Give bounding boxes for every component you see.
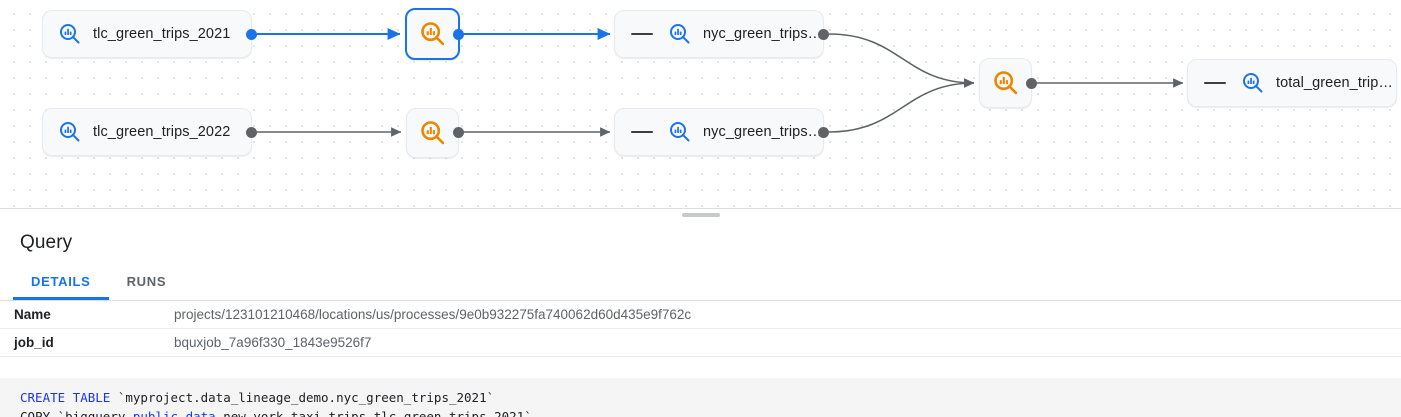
collapse-dash-icon[interactable] xyxy=(631,131,653,133)
panel-splitter[interactable] xyxy=(0,208,1401,221)
sql-line2-pre: COPY `bigquery xyxy=(20,409,126,417)
details-panel: Query DETAILS RUNS Name projects/1231012… xyxy=(0,220,1401,417)
graph-node-tlc-green-trips-2022[interactable]: tlc_green_trips_2022 xyxy=(42,108,252,156)
sql-query-block[interactable]: CREATE TABLE `myproject.data_lineage_dem… xyxy=(0,378,1401,417)
table-row: job_id bquxjob_7a96f330_1843e9526f7 xyxy=(0,329,1401,357)
table-search-icon xyxy=(1240,70,1266,96)
graph-node-tlc-green-trips-2021[interactable]: tlc_green_trips_2021 xyxy=(42,10,252,58)
detail-key-name: Name xyxy=(14,307,51,322)
sql-keyword-public-data: -public-data xyxy=(125,409,216,417)
detail-value-job-id: bquxjob_7a96f330_1843e9526f7 xyxy=(174,335,372,350)
collapse-dash-icon[interactable] xyxy=(1204,82,1226,84)
node-output-port[interactable] xyxy=(453,127,464,138)
node-output-port[interactable] xyxy=(1026,78,1037,89)
node-output-port[interactable] xyxy=(246,29,257,40)
node-output-port[interactable] xyxy=(453,29,464,40)
edge-tbl2022-procmerge xyxy=(828,78,975,133)
graph-node-process-merge[interactable] xyxy=(979,58,1032,108)
graph-node-label: total_green_trip… xyxy=(1276,75,1393,91)
node-output-port[interactable] xyxy=(818,29,829,40)
graph-node-label: tlc_green_trips_2021 xyxy=(93,26,231,42)
graph-node-process-selected[interactable] xyxy=(405,8,460,60)
splitter-drag-handle[interactable] xyxy=(681,213,720,217)
process-search-icon xyxy=(418,118,448,148)
graph-node-label: nyc_green_trips… xyxy=(703,124,823,140)
graph-node-process-2[interactable] xyxy=(406,108,459,158)
graph-node-total-green-trips[interactable]: total_green_trip… xyxy=(1187,59,1397,107)
sql-line1-rest: `myproject.data_lineage_demo.nyc_green_t… xyxy=(110,390,495,405)
graph-node-label: tlc_green_trips_2022 xyxy=(93,124,231,140)
graph-node-nyc-green-trips-2022[interactable]: nyc_green_trips… xyxy=(614,108,824,156)
node-output-port[interactable] xyxy=(818,127,829,138)
collapse-dash-icon[interactable] xyxy=(631,33,653,35)
table-search-icon xyxy=(667,21,693,47)
table-search-icon xyxy=(667,119,693,145)
table-search-icon xyxy=(57,119,83,145)
detail-key-job-id: job_id xyxy=(14,335,54,350)
tab-bar: DETAILS RUNS xyxy=(0,266,1401,301)
sql-keyword-create-table: CREATE TABLE xyxy=(20,390,111,405)
process-search-icon xyxy=(418,19,448,49)
edge-tbl2021-procmerge xyxy=(828,33,975,88)
table-row: Name projects/123101210468/locations/us/… xyxy=(0,301,1401,329)
tab-details[interactable]: DETAILS xyxy=(13,274,109,300)
process-search-icon xyxy=(991,68,1021,98)
sql-line2-rest: .new_york_taxi_trips.tlc_green_trips_202… xyxy=(215,409,532,417)
detail-value-name: projects/123101210468/locations/us/proce… xyxy=(174,307,692,322)
graph-node-label: nyc_green_trips… xyxy=(703,26,823,42)
details-table: Name projects/123101210468/locations/us/… xyxy=(0,301,1401,357)
table-search-icon xyxy=(57,21,83,47)
graph-node-nyc-green-trips-2021[interactable]: nyc_green_trips… xyxy=(614,10,824,58)
node-output-port[interactable] xyxy=(246,127,257,138)
lineage-graph-canvas[interactable]: tlc_green_trips_2021 xyxy=(0,0,1401,208)
tab-runs[interactable]: RUNS xyxy=(126,274,167,289)
page-title: Query xyxy=(20,232,73,253)
